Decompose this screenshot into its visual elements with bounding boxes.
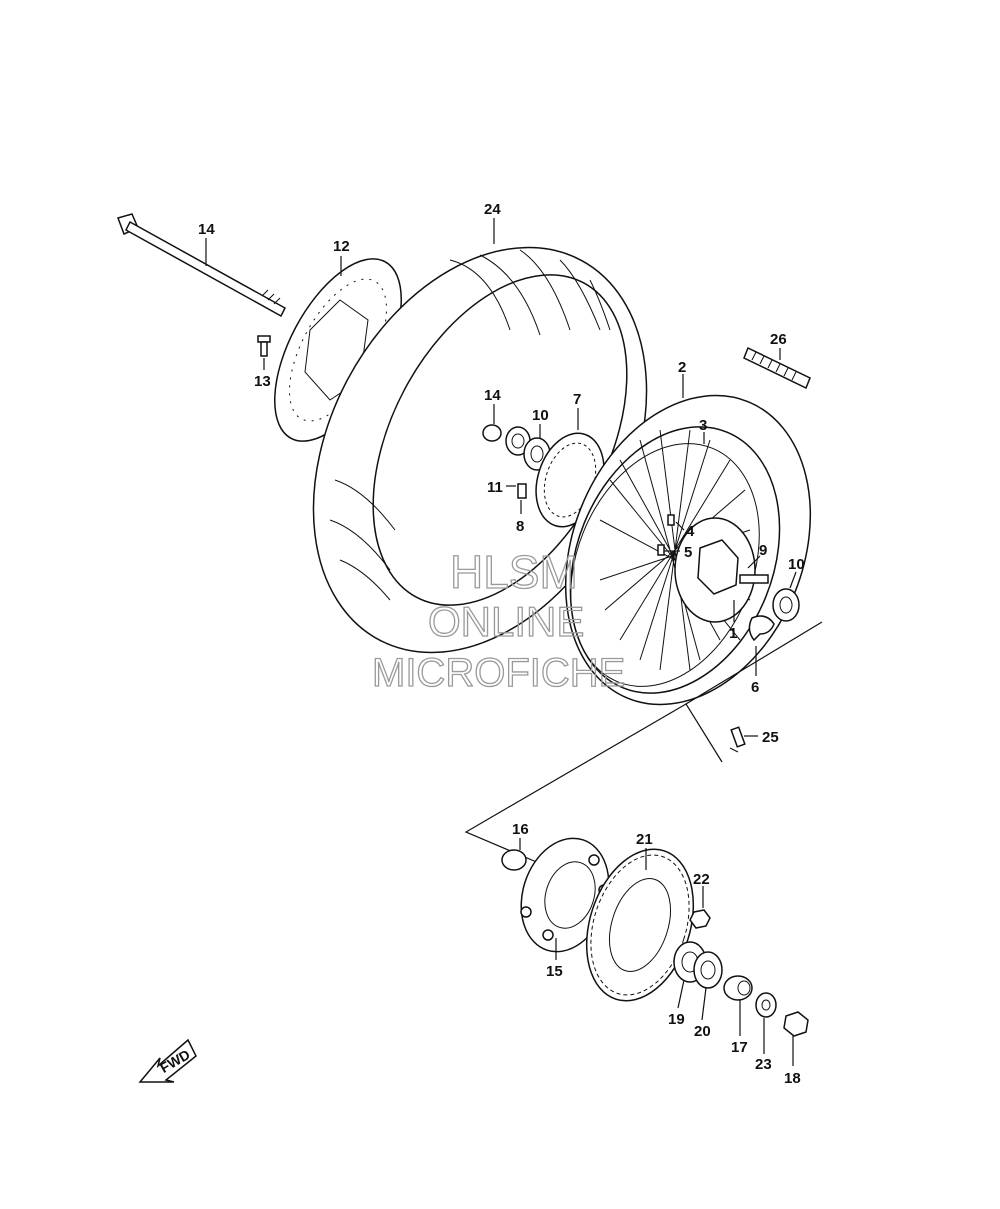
seal-21: [693, 951, 723, 989]
callout-26: 25: [762, 729, 779, 746]
rim-tape: [743, 346, 811, 390]
callout-21: 20: [694, 1023, 711, 1040]
callout-7: 7: [573, 391, 581, 408]
callout-17: 16: [512, 821, 529, 838]
callout-23: 22: [693, 871, 710, 888]
callout-22: 21: [636, 831, 653, 848]
nut-23: [689, 909, 711, 929]
washer-24: [755, 992, 777, 1018]
callout-25: 24: [484, 201, 501, 218]
watermark-line-3: MICROFICHE: [372, 651, 625, 695]
callout-16: 14: [198, 221, 215, 238]
axle: [117, 213, 286, 318]
callout-5: 5: [684, 544, 692, 561]
callout-labels: 14 12 13 14 10 7 11 8 24 2 3 4 5 9 10 1 …: [198, 201, 805, 1087]
callout-24: 23: [755, 1056, 772, 1073]
watermark-line-2: ONLINE: [428, 598, 584, 645]
callout-8: 8: [516, 518, 524, 535]
callout-18: 17: [731, 1039, 748, 1056]
callout-27: 26: [770, 331, 787, 348]
watermark: HLSM ONLINE MICROFICHE: [371, 545, 626, 695]
callout-20: 19: [668, 1011, 685, 1028]
leader-lines: [205, 218, 797, 1066]
callout-10-right: 10: [788, 556, 805, 573]
watermark-line-1: HLSM: [450, 546, 578, 598]
hub-right-parts: [748, 588, 800, 642]
callout-3: 3: [699, 417, 707, 434]
callout-2: 2: [678, 359, 686, 376]
bushing-17: [501, 849, 527, 871]
sprocket-22: [585, 848, 695, 1002]
sprocket-mount-15: [520, 837, 610, 953]
callout-10-left: 10: [532, 407, 549, 424]
callout-9: 9: [759, 542, 767, 559]
callout-1: 1: [729, 625, 737, 642]
valve: [729, 726, 746, 753]
callout-15: 15: [546, 963, 563, 980]
nut-19: [783, 1011, 809, 1037]
callout-4: 4: [686, 523, 695, 540]
callout-19: 18: [784, 1070, 801, 1087]
small-bolts: [657, 514, 675, 556]
callout-14: 14: [484, 387, 501, 404]
callout-6: 6: [751, 679, 759, 696]
fwd-arrow-badge: FWD: [138, 1038, 197, 1083]
callout-12: 12: [333, 238, 350, 255]
callout-13: 13: [254, 373, 271, 390]
spacer-18: [723, 975, 753, 1001]
callout-11: 11: [487, 479, 503, 496]
disc-bolt: [257, 335, 271, 357]
